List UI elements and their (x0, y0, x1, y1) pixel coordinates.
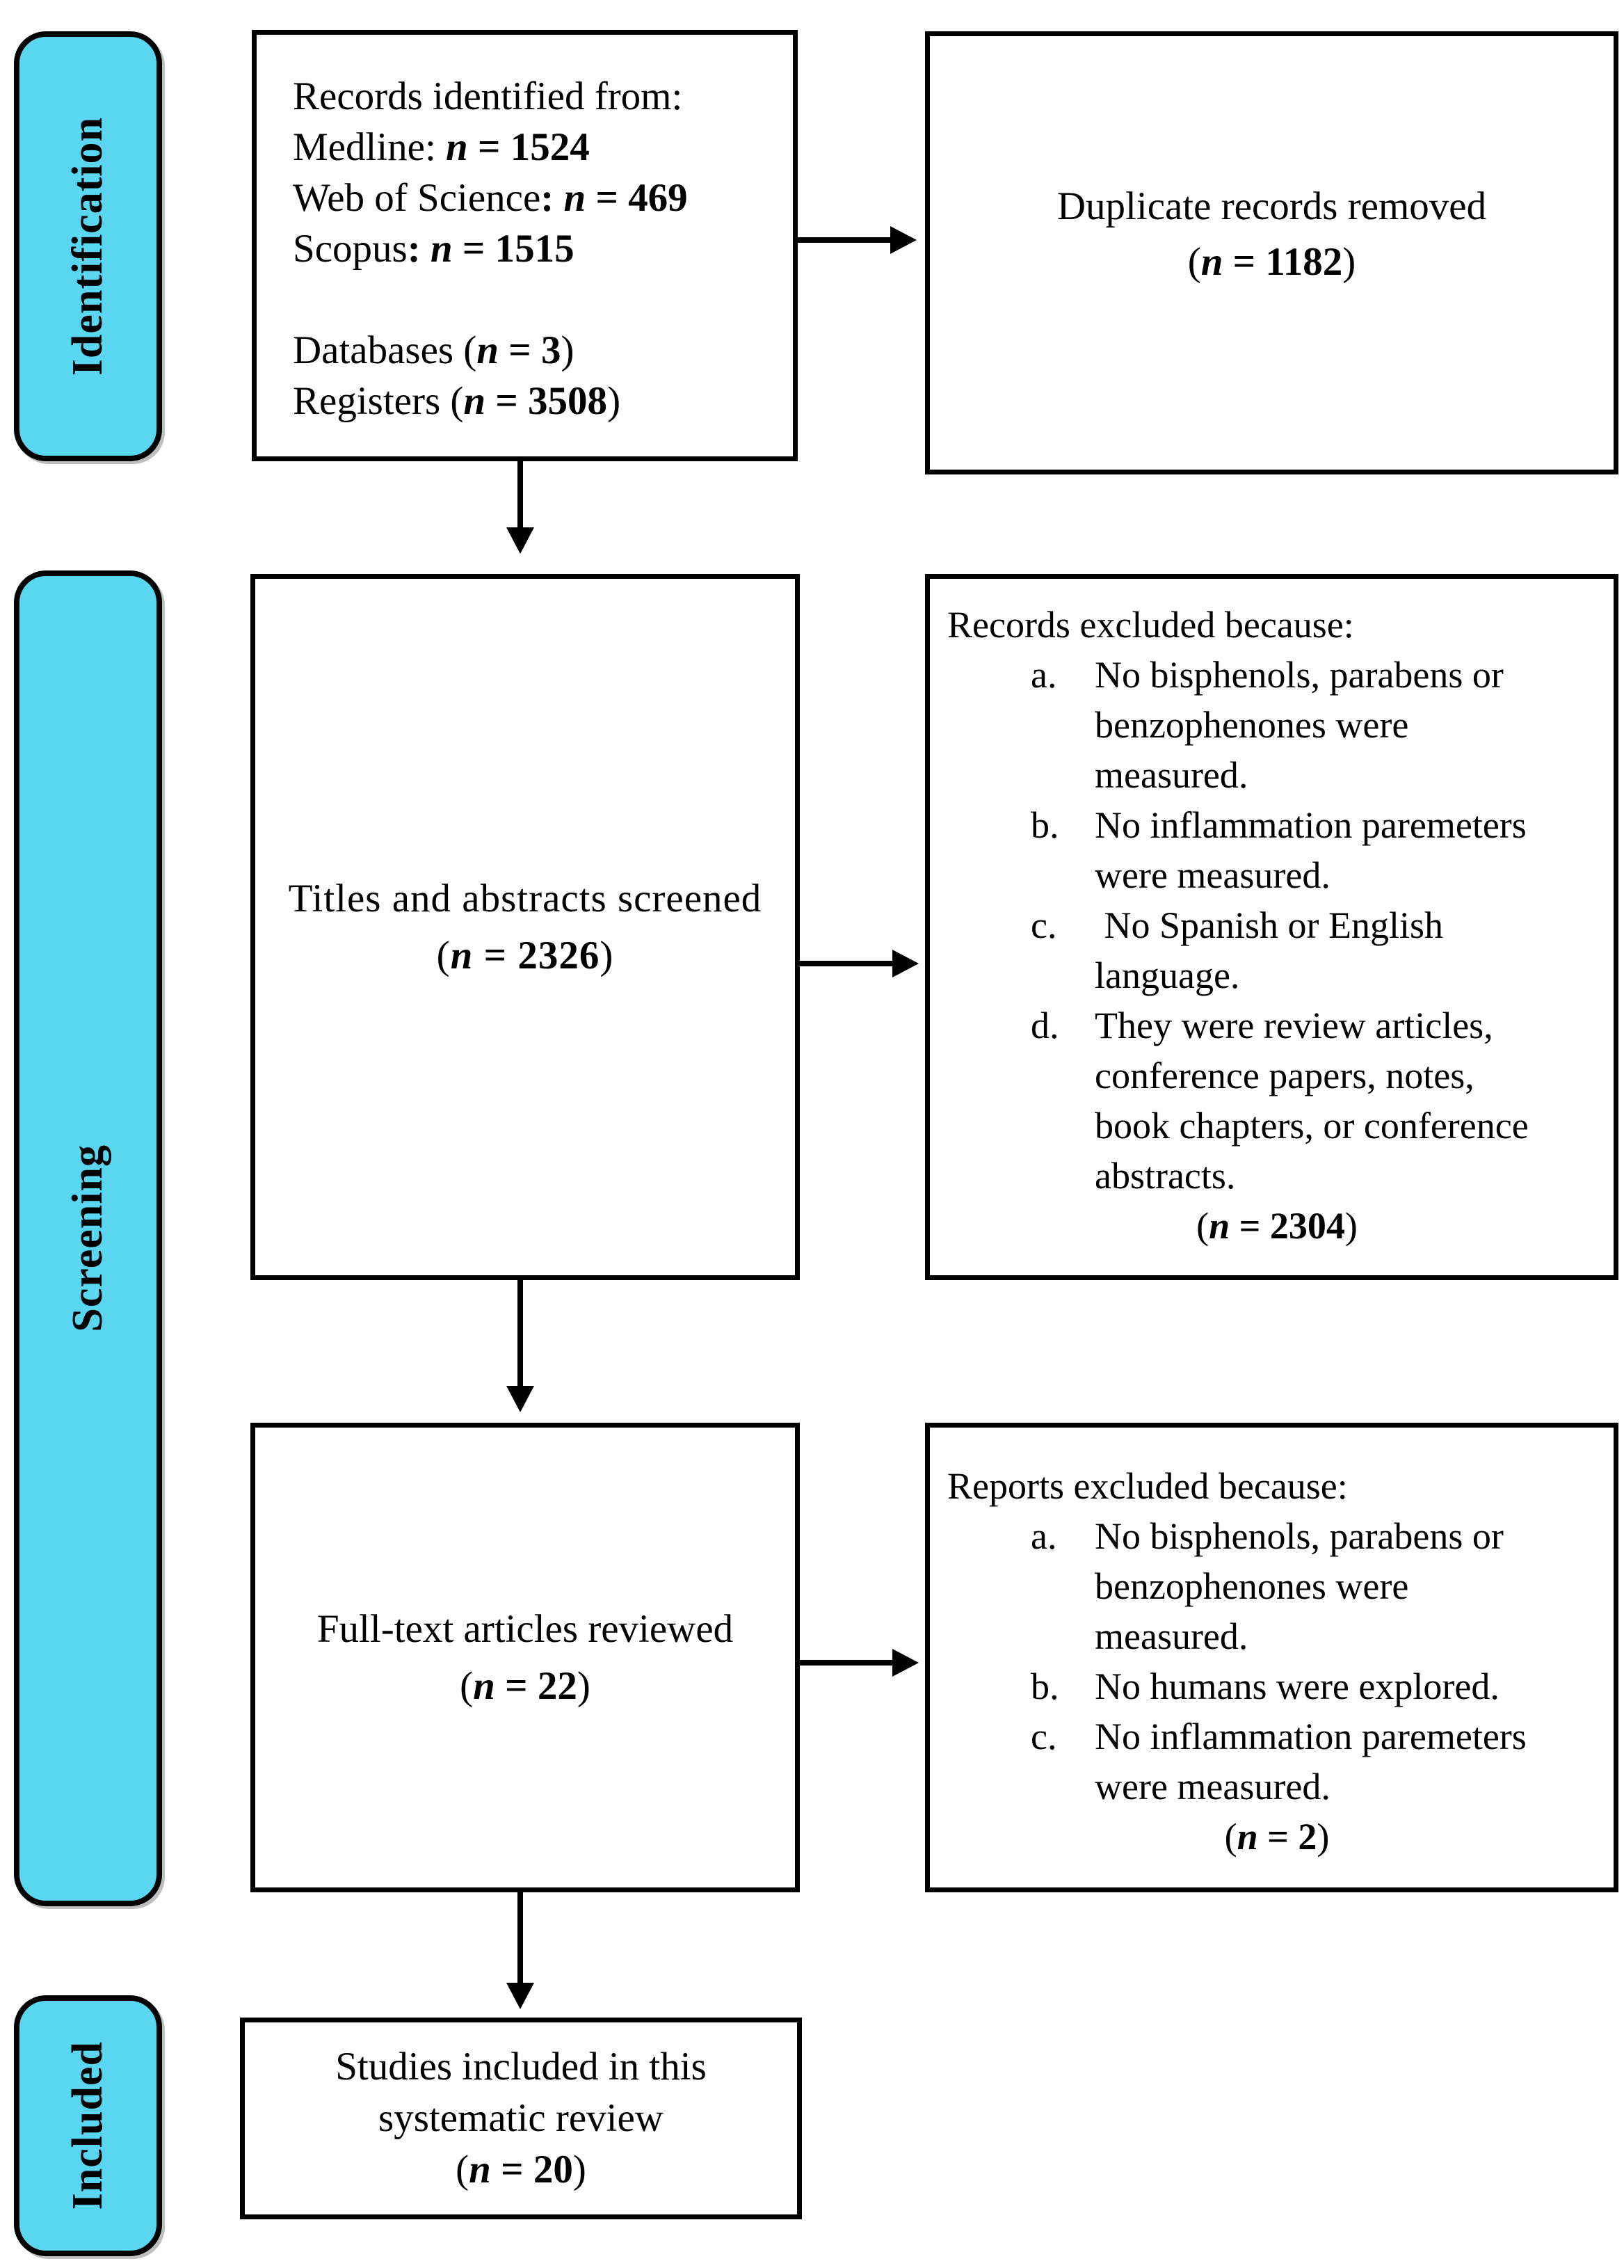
stage-tab-included-label: Included (64, 2041, 111, 2210)
duplicates-removed-box: Duplicate records removed (n = 1182) (925, 31, 1618, 474)
list-item-marker: c. (1031, 904, 1057, 946)
text-line: (n = 22) (460, 1663, 590, 1708)
reports-excluded-count: (n = 2) (947, 1812, 1607, 1862)
reports-excluded-header: Reports excluded because: (947, 1465, 1348, 1507)
stage-tab-included: Included (14, 1995, 162, 2256)
text-line: (n = 2326) (436, 933, 614, 977)
arrow-head-right-icon (892, 1649, 919, 1677)
arrow-head-down-icon (506, 527, 534, 554)
arrow-head-right-icon (892, 950, 919, 977)
titles-abstracts-screened-box: Titles and abstracts screened (n = 2326) (250, 574, 800, 1280)
arrow-stem (800, 1660, 892, 1666)
text-line: (n = 20) (456, 2148, 586, 2191)
stage-tab-screening: Screening (14, 570, 162, 1906)
text-line: Scopus: n = 1515 (293, 227, 574, 271)
arrow-head-down-icon (506, 1386, 534, 1412)
list-item-marker: a. (1031, 1515, 1057, 1557)
text-line: Studies included in this (335, 2045, 707, 2089)
text-line: systematic review (378, 2096, 664, 2140)
stage-tab-identification-label: Identification (64, 116, 111, 376)
list-item-marker: c. (1031, 1716, 1057, 1757)
stage-tab-identification: Identification (14, 31, 162, 461)
arrow-head-down-icon (506, 1983, 534, 2009)
text-line: Web of Science: n = 469 (293, 176, 688, 220)
list-item-text: They were review articles,conference pap… (1095, 1005, 1529, 1197)
text-line: Duplicate records removed (1056, 184, 1487, 228)
list-item: b. No humans were explored. (1031, 1661, 1607, 1711)
text-line: (n = 1182) (1187, 240, 1356, 284)
arrow-stem (517, 1892, 523, 1983)
arrow-stem (517, 461, 523, 527)
records-excluded-header: Records excluded because: (947, 604, 1354, 646)
list-item-marker: d. (1031, 1005, 1059, 1046)
text-line: (n = 2304) (1196, 1205, 1358, 1247)
list-item-text: No humans were explored. (1095, 1666, 1500, 1707)
arrow-head-right-icon (890, 226, 917, 254)
fulltext-reviewed-box: Full-text articles reviewed (n = 22) (250, 1423, 800, 1892)
arrow-stem (517, 1280, 523, 1386)
list-item: d. They were review articles,conference p… (1031, 1000, 1607, 1201)
arrow-stem (800, 961, 892, 966)
records-excluded-count: (n = 2304) (947, 1201, 1607, 1251)
studies-included-box: Studies included in this systematic revie… (240, 2018, 802, 2219)
records-excluded-box: Records excluded because: a. No bisphenol… (925, 574, 1618, 1280)
text-line: Records identified from: (293, 74, 683, 118)
stage-tab-screening-label: Screening (64, 1144, 111, 1332)
text-line: (n = 2) (1224, 1816, 1330, 1858)
list-item-marker: b. (1031, 804, 1059, 846)
text-line: Registers (n = 3508) (293, 379, 621, 423)
text-line: Medline: n = 1524 (293, 125, 590, 169)
text-line: Full-text articles reviewed (316, 1606, 734, 1651)
arrow-stem (798, 237, 890, 243)
records-identified-box: Records identified from: Medline: n = 152… (252, 30, 798, 461)
text-line: Databases (n = 3) (293, 328, 574, 372)
list-item-marker: a. (1031, 654, 1057, 696)
reports-excluded-box: Reports excluded because: a. No bisphenol… (925, 1423, 1618, 1892)
text-line: Titles and abstracts screened (288, 876, 762, 920)
list-item-marker: b. (1031, 1666, 1059, 1707)
text-line (293, 274, 779, 325)
